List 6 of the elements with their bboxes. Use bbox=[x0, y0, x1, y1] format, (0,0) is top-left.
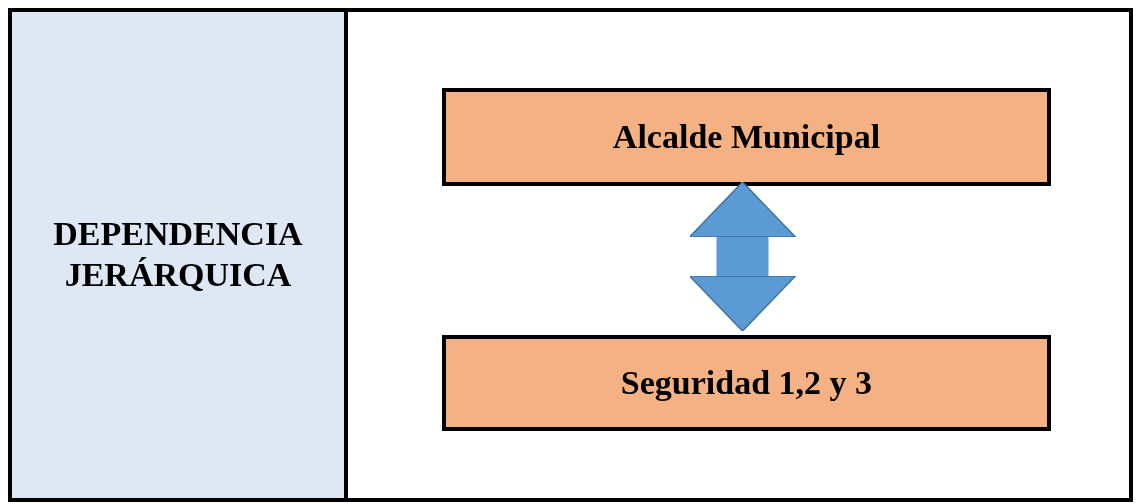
box-label: DEPENDENCIA JERÁRQUICA bbox=[52, 214, 304, 295]
double-block-arrow bbox=[688, 181, 797, 332]
box-label: Alcalde Municipal bbox=[612, 116, 881, 157]
process-box bbox=[442, 88, 1051, 186]
box-label: Seguridad 1,2 y 3 bbox=[620, 362, 873, 403]
process-box bbox=[442, 335, 1051, 431]
